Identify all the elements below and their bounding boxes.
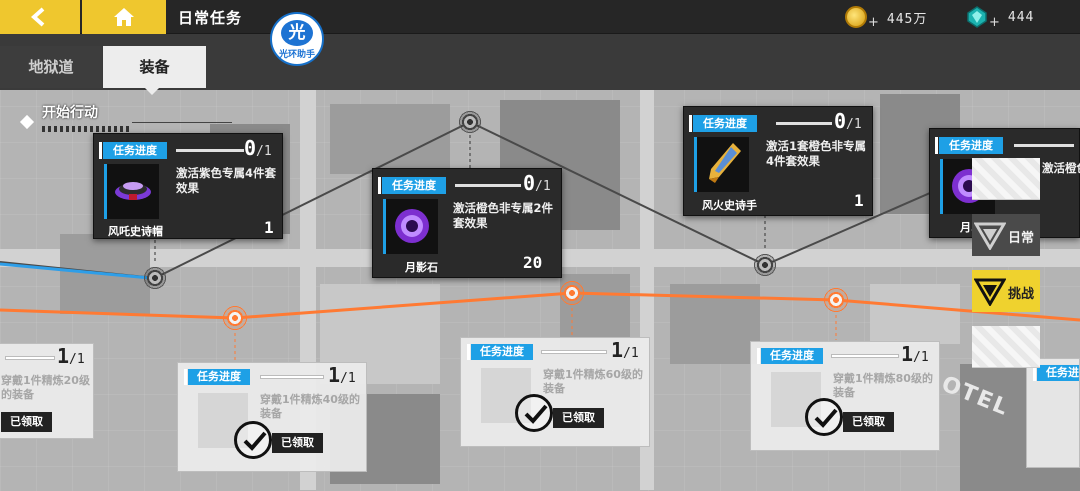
category-tabs: 地狱道 装备 <box>0 46 206 95</box>
crystal-amount: 444 <box>1007 9 1035 25</box>
task-description: 穿戴1件精炼20级的装备 <box>1 374 90 401</box>
task-description: 激活橙色… <box>1042 161 1080 175</box>
task-progress: 1/1 <box>611 338 639 362</box>
progress-bar <box>1014 144 1074 147</box>
claimed-task-card[interactable]: 任务进度 <box>1026 358 1080 468</box>
progress-bar <box>260 375 324 379</box>
side-menu-empty-slot <box>972 158 1040 200</box>
task-card[interactable]: 任务进度 0/1 激活橙色非专属2件套效果 月影石 20 <box>372 168 562 278</box>
side-menu-challenge[interactable]: 挑战 <box>972 270 1040 312</box>
gauntlet-icon <box>709 143 741 183</box>
reward-count: 1 <box>264 218 274 237</box>
moonstone-icon <box>395 209 429 243</box>
progress-bar <box>176 149 244 152</box>
home-icon <box>114 8 134 26</box>
back-arrow-icon <box>30 7 45 27</box>
task-progress-tag: 任务进度 <box>689 115 757 132</box>
reward-icon-box <box>694 137 749 192</box>
map-node[interactable] <box>140 263 170 293</box>
check-icon <box>234 421 272 459</box>
task-progress-tag: 任务进度 <box>184 369 250 385</box>
challenge-emblem-icon <box>974 278 1006 306</box>
start-hatch <box>42 126 132 132</box>
reward-name: 月影石 <box>405 261 438 274</box>
add-gold-icon[interactable]: + <box>868 14 879 30</box>
reward-name: 风吒史诗帽 <box>108 225 163 238</box>
side-menu-challenge-label: 挑战 <box>1008 287 1035 302</box>
task-description: 激活1套橙色非专属4件套效果 <box>766 139 867 168</box>
tab-equipment[interactable]: 装备 <box>103 46 206 95</box>
map-node-orange[interactable] <box>219 302 251 334</box>
tab-hell-road[interactable]: 地狱道 <box>0 46 102 88</box>
task-progress: 1/1 <box>328 363 356 387</box>
assistant-icon: 光 <box>281 20 313 46</box>
task-description: 激活橙色非专属2件套效果 <box>453 201 554 230</box>
page-title: 日常任务 <box>178 9 243 27</box>
task-description: 穿戴1件精炼40级的装备 <box>260 393 360 420</box>
add-crystal-icon[interactable]: + <box>989 14 1000 30</box>
side-menu: 日常 挑战 <box>972 158 1040 368</box>
side-menu-empty-slot <box>972 326 1040 368</box>
side-menu-daily-label: 日常 <box>1008 231 1035 246</box>
start-line <box>132 122 232 123</box>
check-icon <box>805 398 843 436</box>
map-node[interactable] <box>455 107 485 137</box>
gold-currency[interactable]: + 445万 <box>845 6 928 30</box>
progress-bar <box>455 184 521 187</box>
claimed-task-card[interactable]: 任务进度 1/1 穿戴1件精炼60级的装备 已领取 <box>460 337 650 447</box>
gold-coin-icon <box>845 6 867 28</box>
back-button[interactable] <box>0 0 80 34</box>
map-node-orange[interactable] <box>556 277 588 309</box>
assistant-label: 光环助手 <box>278 50 315 60</box>
task-progress: 0/1 <box>244 136 272 160</box>
progress-bar <box>776 122 832 125</box>
check-icon <box>515 394 553 432</box>
reward-icon-box <box>383 199 438 254</box>
claimed-task-card[interactable]: 1/1 穿戴1件精炼20级的装备 已领取 <box>0 343 94 439</box>
daily-emblem-icon <box>974 222 1006 250</box>
reward-name: 风火史诗手 <box>702 199 757 212</box>
map-block <box>870 284 960 344</box>
claimed-task-card[interactable]: 任务进度 1/1 穿戴1件精炼40级的装备 已领取 <box>177 362 367 472</box>
task-progress-tag: 任务进度 <box>935 137 1003 154</box>
gold-amount: 445万 <box>886 11 928 27</box>
claimed-task-card[interactable]: 任务进度 1/1 穿戴1件精炼80级的装备 已领取 <box>750 341 940 451</box>
progress-bar <box>831 354 899 358</box>
map-node-orange[interactable] <box>820 284 852 316</box>
task-progress-tag: 任务进度 <box>467 344 533 360</box>
crystal-currency[interactable]: + 444 <box>966 6 1035 30</box>
progress-bar <box>541 350 607 354</box>
side-menu-daily[interactable]: 日常 <box>972 214 1040 256</box>
task-progress-tag: 任务进度 <box>378 177 446 194</box>
home-button[interactable] <box>82 0 166 34</box>
task-description: 激活紫色专属4件套效果 <box>176 166 277 195</box>
task-progress-tag: 任务进度 <box>757 348 823 364</box>
reward-icon-box <box>104 164 159 219</box>
task-progress: 0/1 <box>834 109 862 133</box>
start-label: 开始行动 <box>42 105 98 121</box>
route-blue-line <box>0 262 151 280</box>
claimed-badge: 已领取 <box>843 412 894 432</box>
task-progress: 0/1 <box>523 171 551 195</box>
helmet-icon <box>115 182 151 200</box>
task-card[interactable]: 任务进度 0/1 激活紫色专属4件套效果 风吒史诗帽 1 <box>93 133 283 239</box>
claimed-badge: 已领取 <box>272 433 323 453</box>
task-description: 穿戴1件精炼80级的装备 <box>833 372 933 399</box>
claimed-badge: 已领取 <box>553 408 604 428</box>
task-description: 穿戴1件精炼60级的装备 <box>543 368 643 395</box>
reward-count: 20 <box>523 253 543 272</box>
top-bar: 日常任务 + 445万 + 444 <box>0 0 1080 34</box>
claimed-badge: 已领取 <box>1 412 52 432</box>
route-orange-line <box>0 291 1080 322</box>
task-progress: 1/1 <box>901 342 929 366</box>
task-progress-tag: 任务进度 <box>1033 365 1079 381</box>
task-progress-tag: 任务进度 <box>99 142 167 159</box>
map-node[interactable] <box>750 250 780 280</box>
task-card[interactable]: 任务进度 0/1 激活1套橙色非专属4件套效果 风火史诗手 1 <box>683 106 873 216</box>
reward-count: 1 <box>854 191 864 210</box>
progress-bar <box>5 356 55 360</box>
crystal-icon <box>966 6 988 28</box>
assistant-badge[interactable]: 光 光环助手 <box>270 12 324 66</box>
task-progress: 1/1 <box>57 344 85 368</box>
